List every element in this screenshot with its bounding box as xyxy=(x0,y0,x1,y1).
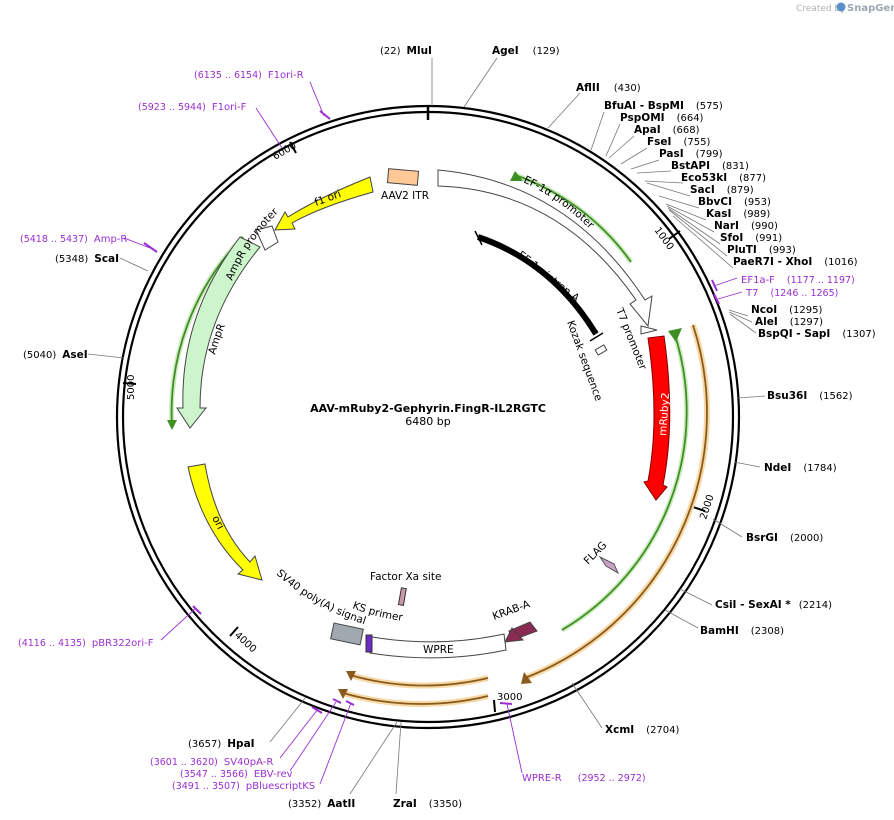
tick-3000 xyxy=(493,699,496,713)
primer-t7: T7(1246 .. 1265) xyxy=(745,288,838,299)
tick-label-4000: 4000 xyxy=(232,630,258,655)
tick-5000 xyxy=(122,382,137,385)
site-bstapi: BstAPI(831) xyxy=(671,160,749,172)
primer-connectors xyxy=(123,81,743,785)
primer-amp-r: (5418 .. 5437)Amp-R xyxy=(20,234,127,245)
primer-f1ori-f: (5923 .. 5944)F1ori-F xyxy=(138,102,247,113)
site-bamhi: BamHI(2308) xyxy=(700,625,784,637)
site-saci: SacI(879) xyxy=(690,184,754,196)
primer-pbluescriptks: (3491 .. 3507)pBluescriptKS xyxy=(172,781,315,792)
site-bfuai: BfuAI - BspMI(575) xyxy=(604,100,723,112)
feature-f1-ori xyxy=(274,176,374,231)
label-aav2-itr: AAV2 ITR xyxy=(381,190,429,202)
site-agei: AgeI(129) xyxy=(492,45,560,57)
site-csii: CsiI - SexAI *(2214) xyxy=(715,599,832,611)
primer-labels: (6135 .. 6154)F1ori-R (5923 .. 5944)F1or… xyxy=(18,70,855,792)
brand-text: SnapGene xyxy=(847,3,894,14)
feature-wpre xyxy=(369,633,507,659)
site-ndei: NdeI(1784) xyxy=(764,462,837,474)
site-ncoi: NcoI(1295) xyxy=(751,304,822,316)
plasmid-name: AAV-mRuby2-Gephyrin.FingR-IL2RGTC xyxy=(310,402,546,415)
feature-ori xyxy=(187,463,263,581)
site-bbvci: BbvCI(953) xyxy=(698,196,771,208)
site-paer7i: PaeR7I - XhoI(1016) xyxy=(733,256,858,268)
site-labels: (22)MluI AgeI(129) AflII(430) BfuAI - Bs… xyxy=(23,45,876,810)
site-pspomi: PspOMI(664) xyxy=(620,112,704,124)
feature-ks-primer xyxy=(365,634,373,653)
site-aflii: AflII(430) xyxy=(576,82,641,94)
orf-arcs-alt xyxy=(338,324,710,707)
label-ori: ori xyxy=(209,514,226,532)
site-bsu36i: Bsu36I(1562) xyxy=(767,390,853,402)
label-ef1a-intron: EF-1α intron A xyxy=(515,249,582,305)
site-kasi: KasI(989) xyxy=(706,208,770,220)
site-pasi: PasI(799) xyxy=(659,148,723,160)
site-fsei: FseI(755) xyxy=(647,136,710,148)
site-mlui: (22)MluI xyxy=(380,45,432,57)
site-zrai: ZraI(3350) xyxy=(393,798,462,810)
site-aatii: (3352)AatII xyxy=(288,798,355,810)
plasmid-size: 6480 bp xyxy=(405,415,450,428)
site-bsrgi: BsrGI(2000) xyxy=(746,532,823,544)
label-sv40-polya: SV40 poly(A) signal xyxy=(274,567,367,627)
primer-sv40pa-r: (3601 .. 3620)SV40pA-R xyxy=(150,757,273,768)
site-alei: AleI(1297) xyxy=(755,316,823,328)
tick-label-2000: 2000 xyxy=(698,493,716,521)
site-xcmi: XcmI(2704) xyxy=(605,724,680,736)
tick-label-3000: 3000 xyxy=(497,692,522,703)
label-wpre: WPRE xyxy=(423,644,454,656)
feature-kozak xyxy=(594,344,608,356)
feature-factor-xa xyxy=(397,587,407,606)
tick-6000 xyxy=(289,141,297,154)
tick-label-6000: 6000 xyxy=(271,140,299,162)
site-bspqi: BspQI - SapI(1307) xyxy=(758,328,876,340)
site-eco53ki: Eco53kI(877) xyxy=(681,172,766,184)
feature-arrows xyxy=(176,168,671,659)
feature-mruby2 xyxy=(643,335,671,501)
tick-2000 xyxy=(692,506,706,512)
snapgene-logo-icon xyxy=(836,2,846,12)
label-kozak: Kozak sequence xyxy=(564,319,604,403)
primer-ebv-rev: (3547 .. 3566)EBV-rev xyxy=(180,769,293,780)
site-pluti: PluTI(993) xyxy=(727,244,796,256)
tick-label-5000: 5000 xyxy=(126,375,137,400)
site-hpai: (3657)HpaI xyxy=(188,738,255,750)
site-scai: (5348)ScaI xyxy=(55,253,119,265)
tick-4000 xyxy=(229,626,239,637)
site-sfoi: SfoI(991) xyxy=(720,232,782,244)
feature-sv40-polya xyxy=(330,622,364,646)
tick-label-1000: 1000 xyxy=(652,225,676,252)
label-mruby2: mRuby2 xyxy=(657,392,672,436)
credit-text: Created by xyxy=(796,4,846,14)
feature-aav2-itr xyxy=(386,168,420,186)
primer-f1ori-r: (6135 .. 6154)F1ori-R xyxy=(194,70,304,81)
primer-pbr322ori-f: (4116 .. 4135)pBR322ori-F xyxy=(18,638,154,649)
tick-1000 xyxy=(668,230,681,240)
feature-ef1a-promoter xyxy=(437,169,653,328)
feature-flag xyxy=(598,555,620,575)
feature-ampr xyxy=(176,236,261,429)
site-apai: ApaI(668) xyxy=(634,124,700,136)
feature-t7-promoter xyxy=(640,325,658,335)
site-asei: (5040)AseI xyxy=(23,349,88,361)
label-factor-xa: Factor Xa site xyxy=(370,571,441,583)
primer-ef1a-f: EF1a-F(1177 .. 1197) xyxy=(741,275,855,286)
feature-ampr-promoter xyxy=(255,225,279,251)
site-connectors xyxy=(87,57,766,795)
feature-ef1a-intron-a xyxy=(477,234,599,336)
primer-wpre-r: WPRE-R(2952 .. 2972) xyxy=(522,773,646,784)
site-nari: NarI(990) xyxy=(714,220,778,232)
label-krab-a: KRAB-A xyxy=(491,598,532,623)
